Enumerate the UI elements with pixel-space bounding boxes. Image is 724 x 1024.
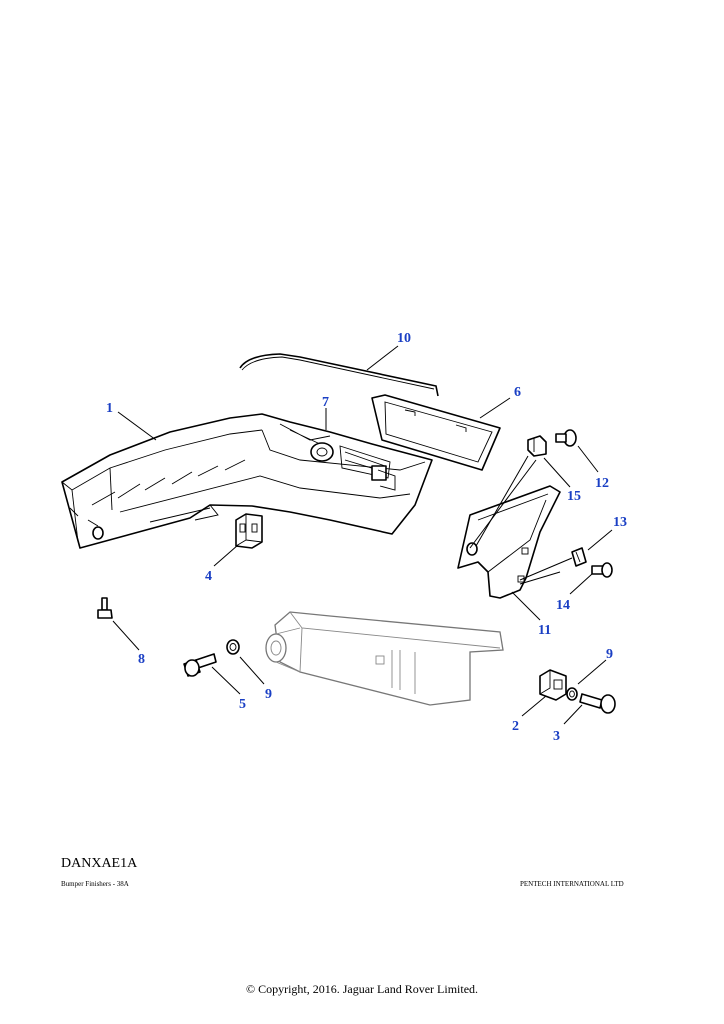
part-8-bolt [97, 597, 113, 619]
callout-6: 6 [514, 385, 521, 400]
part-2-nut-plate [539, 669, 567, 701]
callout-14: 14 [556, 598, 570, 613]
diagram-code: DANXAE1A [61, 856, 138, 871]
callout-2: 2 [512, 719, 519, 734]
callout-1: 1 [106, 401, 113, 416]
callout-13: 13 [613, 515, 627, 530]
callout-9-right: 9 [606, 647, 613, 662]
part-6-finisher-panel [371, 394, 501, 471]
callout-10: 10 [397, 331, 411, 346]
diagram-subtitle: Bumper Finishers - 38A [61, 880, 129, 888]
callout-4: 4 [205, 569, 212, 584]
part-9-washer-right [566, 687, 578, 701]
part-10-seal-strip [239, 353, 439, 397]
callout-7: 7 [322, 395, 329, 410]
part-3-bolt [579, 693, 616, 714]
part-13-clip-nut [571, 547, 587, 567]
part-9-washer-left [226, 639, 240, 655]
callout-3: 3 [553, 729, 560, 744]
part-15-clip-nut [527, 435, 547, 457]
callout-labels: 1 2 3 4 5 6 7 8 9 9 10 11 12 13 14 15 [106, 331, 627, 744]
leader-lines [112, 345, 613, 725]
callout-5: 5 [239, 697, 246, 712]
part-14-screw [591, 562, 613, 578]
callout-8: 8 [138, 652, 145, 667]
callout-12: 12 [595, 476, 609, 491]
part-11-side-bracket [457, 485, 561, 599]
part-4-bracket [235, 513, 263, 549]
publisher-label: PENTECH INTERNATIONAL LTD [520, 880, 624, 888]
part-12-screw [555, 429, 577, 447]
part-1-bumper-assembly [61, 413, 433, 549]
callout-11: 11 [538, 623, 551, 638]
callout-15: 15 [567, 489, 581, 504]
part-5-bolt [183, 653, 217, 677]
callout-9-left: 9 [265, 687, 272, 702]
copyright-notice: © Copyright, 2016. Jaguar Land Rover Lim… [245, 982, 479, 996]
chassis-frame [265, 611, 504, 706]
